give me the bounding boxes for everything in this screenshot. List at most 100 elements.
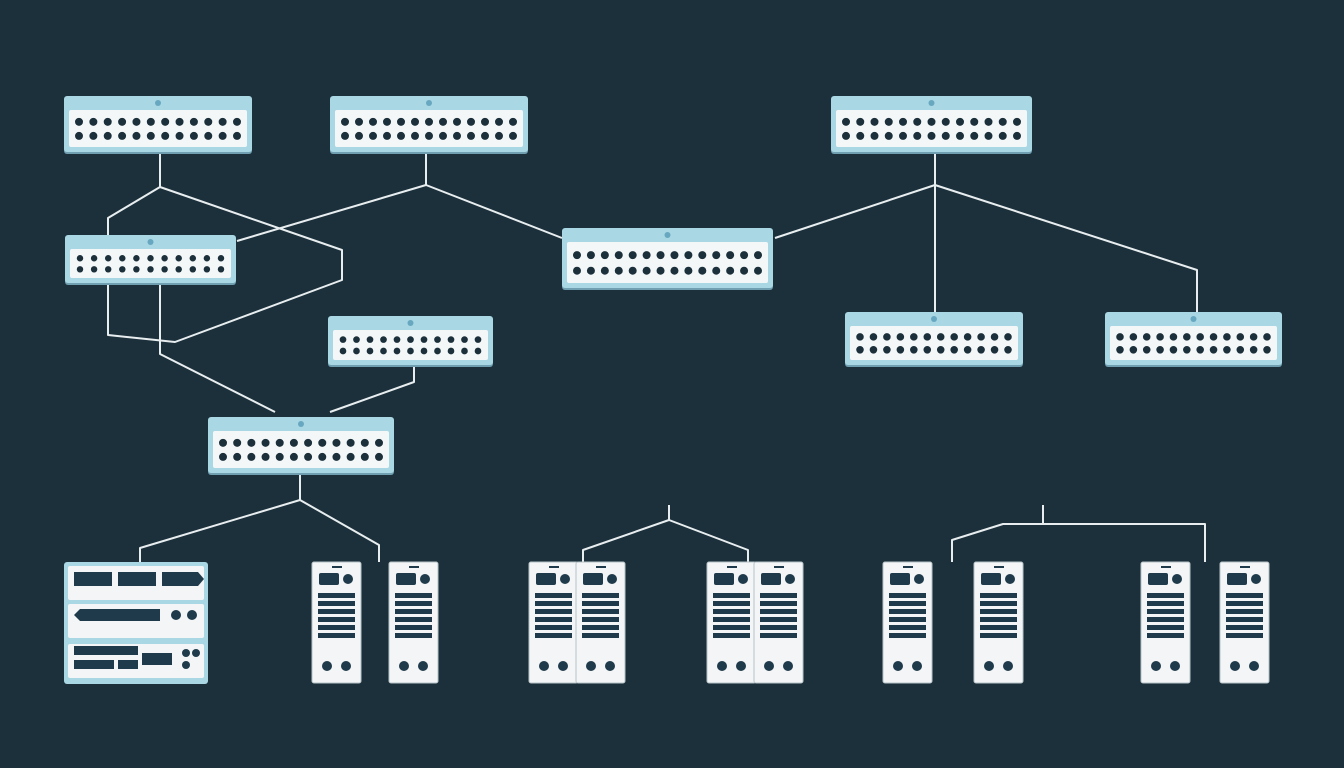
drive-slot [582,617,619,622]
drive-slot [318,617,355,622]
port-icon [332,438,341,447]
connector-line [329,366,415,413]
port-icon [233,117,241,126]
port-icon [175,266,182,273]
port-icon [670,251,679,260]
port-icon [203,255,211,262]
port-icon [304,438,313,447]
tower-server-icon [388,561,439,684]
power-button-icon [1005,574,1015,584]
port-icon [726,266,735,275]
drive-slot [760,633,797,638]
drive-slot [889,617,926,622]
power-button-icon [738,574,748,584]
status-led-icon [558,661,568,671]
port-icon [189,117,198,126]
drive-slot [582,609,619,614]
port-icon [1004,333,1012,341]
port-icon [132,117,141,126]
drive-slot [582,601,619,606]
power-button-icon [914,574,924,584]
port-icon [353,336,360,343]
switch-face [69,110,247,147]
port-icon [600,251,609,260]
drive-slot [980,609,1017,614]
status-led-icon [931,316,937,322]
port-icon [1183,346,1191,354]
port-icon [754,251,762,260]
port-icon [189,255,197,262]
port-icon [461,347,468,355]
server-vent [1161,566,1171,568]
port-icon [642,266,651,275]
port-icon [656,251,665,260]
status-led-icon [418,661,428,671]
drive-slot [395,633,432,638]
port-icon [369,117,377,126]
port-icon [461,336,468,343]
port-icon [1013,117,1021,126]
tower-server-icon [973,561,1024,684]
drive-slot [1147,609,1184,614]
server-chassis [1140,561,1191,684]
port-icon [146,117,155,126]
drive-slot [535,593,572,598]
power-button-icon [1172,574,1182,584]
server-vent [549,566,559,568]
drive-slot [395,601,432,606]
port-icon [614,266,623,275]
port-icon [275,452,284,461]
port-icon [883,346,891,354]
port-icon [740,266,749,275]
status-led-icon [893,661,903,671]
drive-slot [713,593,750,598]
port-icon [1142,333,1151,341]
port-icon [600,266,609,275]
port-icon [628,251,637,260]
drive-slot [395,625,432,630]
status-led-icon [605,661,615,671]
connector-line [139,473,301,562]
port-icon [970,131,979,140]
drive-slot [713,633,750,638]
drive-slot [318,625,355,630]
port-icon [161,117,170,126]
port-icon [434,347,441,355]
port-icon [842,117,850,126]
port-icon [425,117,433,126]
port-icon [380,336,387,343]
switch-face [850,326,1018,360]
switch-face [1110,326,1277,360]
status-led-icon [298,421,304,427]
port-icon [355,117,363,126]
power-button-icon [187,610,197,620]
port-icon [614,251,623,260]
port-icon [1013,131,1021,140]
server-chassis [388,561,439,684]
servers [64,561,1270,684]
connector-line [159,282,276,413]
port-icon [261,452,270,461]
drive-slot [713,617,750,622]
status-led-icon [1249,661,1259,671]
drive-slot [980,633,1017,638]
network-switch-icon [330,96,528,154]
port-icon [941,131,950,140]
port-icon [998,131,1007,140]
drive-slot [760,593,797,598]
server-chassis [973,561,1024,684]
port-icon [1263,333,1271,341]
port-icon [90,255,98,262]
drive-slot [760,625,797,630]
port-icon [383,117,391,126]
port-icon [950,333,958,341]
connector-line [668,519,749,562]
tower-server-icon [311,561,362,684]
power-button-icon [560,574,570,584]
power-button-icon [785,574,795,584]
port-icon [380,347,387,355]
port-icon [1004,346,1012,354]
port-icon [481,117,489,126]
drive-slot [1226,633,1263,638]
